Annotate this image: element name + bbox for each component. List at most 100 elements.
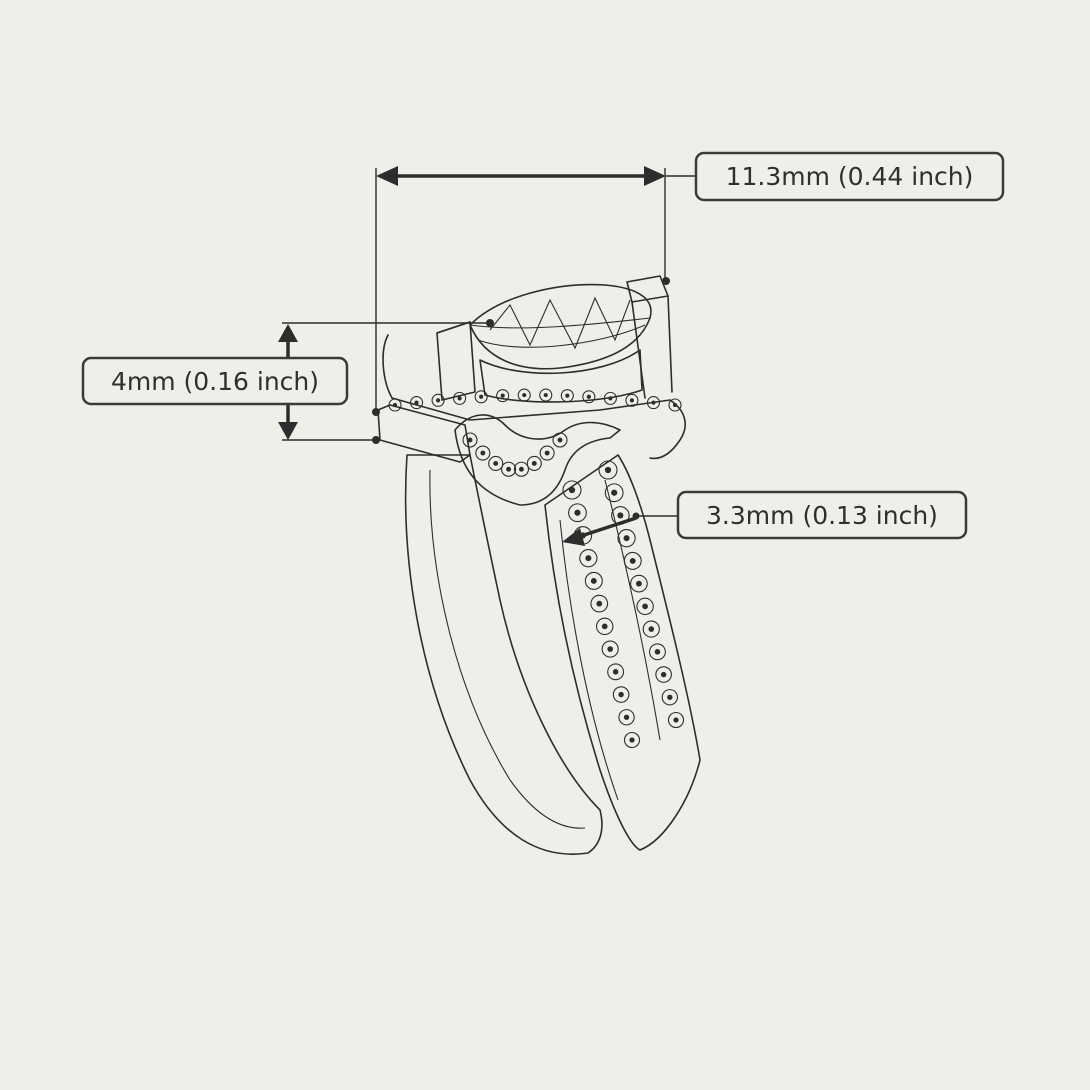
band-dimension: 3.3mm (0.13 inch) — [562, 490, 968, 546]
halo-stones — [388, 388, 682, 477]
pave-stone — [579, 549, 598, 568]
pave-stone — [562, 480, 582, 500]
pave-stone — [582, 390, 596, 404]
pave-stone — [595, 617, 614, 636]
pave-stone-culet — [667, 694, 673, 700]
pave-stone — [661, 689, 679, 706]
pave-stone-culet — [654, 649, 661, 655]
marquise-prongs — [436, 275, 673, 401]
pave-stone — [475, 445, 491, 461]
pave-stone-culet — [544, 450, 550, 456]
pave-stone-culet — [574, 509, 581, 516]
width-arrow-right — [644, 166, 666, 186]
band-pave-stones — [562, 460, 685, 749]
ring-drawing — [377, 275, 701, 855]
pave-stone — [623, 731, 641, 749]
height-arrow-bottom — [278, 422, 298, 440]
pave-stone — [474, 390, 488, 404]
pave-stone — [526, 455, 542, 472]
pave-stone-culet — [642, 603, 648, 610]
pave-stone — [668, 398, 682, 412]
pave-stone-culet — [543, 392, 548, 398]
pave-stone — [539, 445, 555, 461]
pave-stone-culet — [467, 437, 473, 443]
pave-stone-culet — [522, 392, 527, 398]
pave-stone-culet — [596, 600, 603, 607]
pave-stone — [501, 461, 517, 477]
pave-stone — [604, 483, 624, 503]
pave-stone — [617, 529, 636, 548]
pave-stone-culet — [673, 717, 679, 723]
pave-stone-culet — [648, 626, 655, 632]
pave-stone-culet — [590, 577, 597, 584]
pave-stone-culet — [585, 555, 592, 562]
pave-stone — [636, 597, 654, 616]
pave-stone — [388, 398, 402, 412]
pave-stone — [488, 455, 504, 472]
pave-stone-culet — [500, 393, 505, 398]
pave-stone-culet — [601, 623, 608, 630]
pave-stone — [601, 640, 619, 658]
width-arrow-left — [376, 166, 398, 186]
pave-stone — [431, 393, 445, 407]
pave-stone — [496, 389, 510, 403]
pave-stone — [648, 643, 666, 661]
pave-stone — [409, 396, 424, 410]
pave-stone — [462, 432, 478, 448]
pave-stone-culet — [586, 394, 591, 399]
pave-stone — [655, 666, 672, 683]
pave-stone — [607, 663, 625, 681]
pave-stone — [618, 709, 635, 726]
pave-stone-culet — [611, 489, 618, 496]
band-label: 3.3mm (0.13 inch) — [706, 501, 938, 530]
pave-stone-culet — [629, 398, 635, 403]
engagement-ring-shank — [404, 454, 603, 855]
pave-stone — [590, 594, 609, 613]
pave-stone — [513, 461, 529, 477]
pave-stone-culet — [635, 580, 642, 587]
pave-stone — [667, 711, 685, 729]
pave-stone — [453, 391, 467, 405]
pave-stone — [568, 503, 587, 523]
pave-stone-culet — [392, 402, 398, 408]
pave-stone-culet — [457, 396, 462, 401]
pave-stone — [630, 574, 648, 593]
height-label-box — [81, 356, 349, 406]
pave-stone-culet — [618, 691, 624, 698]
pave-stone-culet — [612, 669, 619, 675]
pave-stone-culet — [629, 737, 635, 743]
pave-stone-culet — [414, 400, 419, 405]
pave-stone — [646, 396, 661, 410]
pave-stone-culet — [565, 393, 570, 398]
pave-stone-culet — [568, 486, 576, 494]
marquise-stone — [469, 283, 652, 403]
pave-stone-culet — [435, 398, 441, 403]
pave-stone-culet — [607, 646, 613, 652]
pave-stone — [642, 620, 660, 638]
wedding-band-shank — [544, 454, 701, 851]
pave-stone-culet — [518, 466, 524, 472]
width-label: 11.3mm (0.44 inch) — [726, 162, 974, 191]
height-arrow-top — [278, 324, 298, 342]
pave-stone — [623, 551, 642, 570]
pave-stone-culet — [617, 512, 624, 519]
pave-stone-culet — [493, 461, 499, 466]
pave-stone — [598, 460, 618, 480]
pave-stone-culet — [531, 461, 537, 466]
pave-stone-culet — [629, 557, 636, 564]
pave-stone-culet — [623, 714, 630, 720]
pave-stone-culet — [623, 535, 630, 542]
pave-stone-culet — [651, 400, 656, 405]
height-label: 4mm (0.16 inch) — [111, 367, 319, 396]
pave-stone-culet — [506, 466, 512, 472]
band-arrow-tip — [562, 528, 585, 546]
pave-stone — [552, 432, 568, 448]
pave-stone-culet — [557, 437, 563, 443]
pave-stone-culet — [660, 671, 667, 678]
band-arrow-line — [577, 516, 637, 539]
width-dimension: 11.3mm (0.44 inch) — [375, 151, 1005, 410]
width-label-box — [694, 151, 1005, 202]
contour-curve — [454, 414, 621, 506]
pave-stone — [584, 571, 603, 590]
